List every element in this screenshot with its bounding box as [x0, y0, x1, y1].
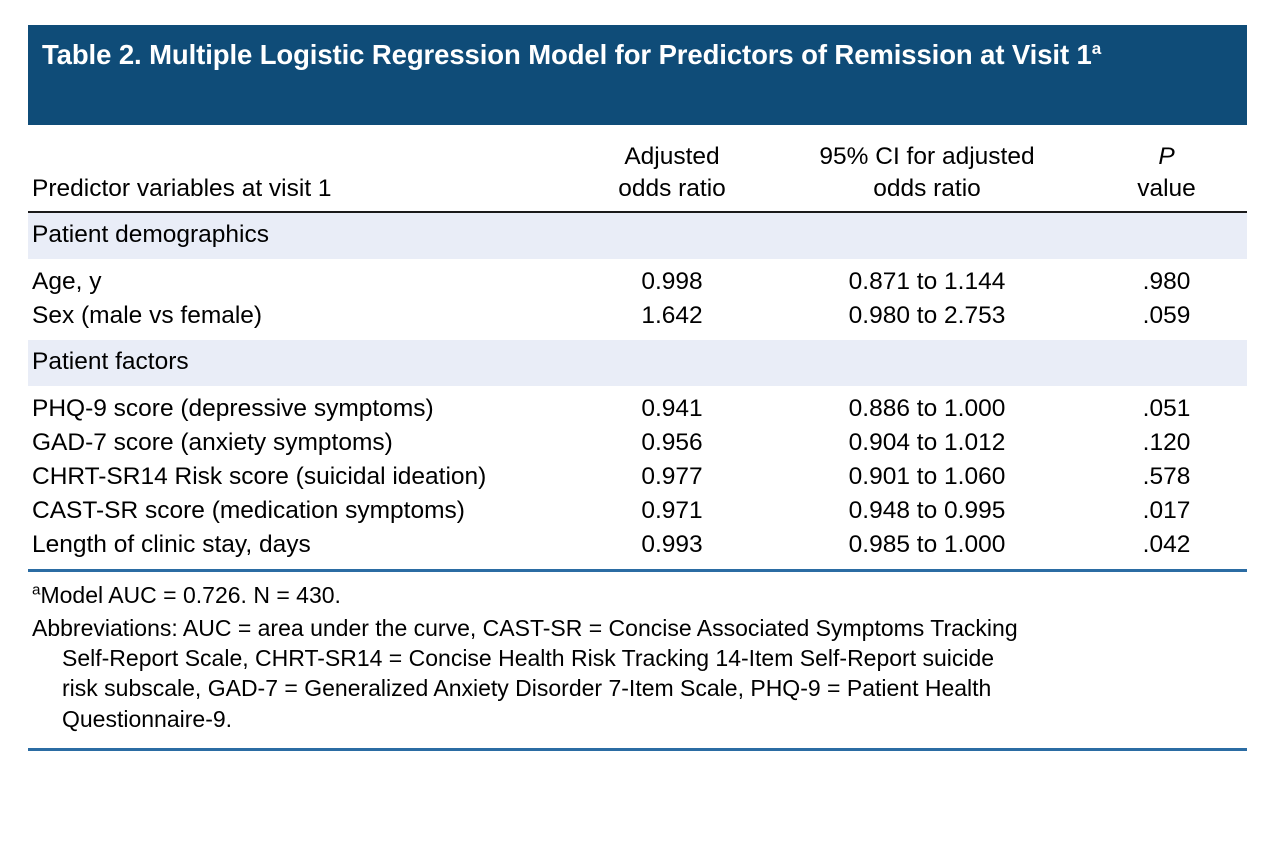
row-predictor: Length of clinic stay, days [32, 531, 311, 559]
row-predictor: Sex (male vs female) [32, 301, 263, 329]
column-header-odds-ratio: Adjusted odds ratio [576, 141, 768, 206]
section-header-patient-demographics: Patient demographics [28, 212, 1247, 259]
table-title-bar: Table 2. Multiple Logistic Regression Mo… [28, 25, 1247, 125]
row-confidence-interval: 0.901 to 1.060 [848, 462, 1006, 490]
row-confidence-interval: 0.980 to 2.753 [848, 301, 1006, 329]
table-container: Table 2. Multiple Logistic Regression Mo… [28, 25, 1247, 751]
table-row: PHQ-9 score (depressive symptoms) 0.941 … [28, 392, 1247, 426]
column-header-odds-ratio-line2: odds ratio [618, 175, 726, 203]
row-odds-ratio: 0.956 [641, 428, 703, 456]
row-p-value: .042 [1142, 531, 1191, 559]
column-header-predictor: Predictor variables at visit 1 [32, 175, 332, 203]
row-odds-ratio: 0.977 [641, 462, 703, 490]
column-header-confidence-interval: 95% CI for adjusted odds ratio [768, 141, 1086, 206]
footnote-marker-a: a [32, 581, 41, 599]
abbreviations-line-1: Abbreviations: AUC = area under the curv… [32, 614, 1018, 641]
abbreviations-line-3: risk subscale, GAD-7 = Generalized Anxie… [62, 675, 992, 702]
column-header-p-line2: value [1137, 175, 1196, 203]
footnote-top-rule [28, 569, 1247, 573]
footnote-model-auc: aModel AUC = 0.726. N = 430. [28, 580, 1247, 612]
section-body-patient-factors: PHQ-9 score (depressive symptoms) 0.941 … [28, 386, 1247, 570]
table-row: Length of clinic stay, days 0.993 0.985 … [28, 528, 1247, 562]
row-p-value: .980 [1142, 267, 1191, 295]
row-odds-ratio: 1.642 [641, 301, 703, 329]
table-row: Age, y 0.998 0.871 to 1.144 .980 [28, 265, 1247, 299]
table-row: Sex (male vs female) 1.642 0.980 to 2.75… [28, 299, 1247, 333]
column-header-row: Predictor variables at visit 1 Adjusted … [28, 141, 1247, 206]
column-header-odds-ratio-line1: Adjusted [624, 143, 720, 170]
table-row: CHRT-SR14 Risk score (suicidal ideation)… [28, 460, 1247, 494]
title-footnote-marker: a [1091, 38, 1102, 58]
section-header-patient-factors: Patient factors [28, 339, 1247, 386]
row-confidence-interval: 0.871 to 1.144 [848, 267, 1006, 295]
table-row: CAST-SR score (medication symptoms) 0.97… [28, 494, 1247, 528]
row-confidence-interval: 0.985 to 1.000 [848, 531, 1006, 559]
page-title: Table 2. Multiple Logistic Regression Mo… [42, 37, 1233, 74]
row-predictor: CHRT-SR14 Risk score (suicidal ideation) [32, 462, 487, 490]
footnote-abbreviations: Abbreviations: AUC = area under the curv… [28, 613, 1247, 734]
row-predictor: Age, y [32, 267, 102, 295]
row-p-value: .059 [1142, 301, 1191, 329]
row-predictor: PHQ-9 score (depressive symptoms) [32, 394, 434, 422]
footnote-model-auc-text: Model AUC = 0.726. N = 430. [40, 582, 341, 609]
table-header-block: Predictor variables at visit 1 Adjusted … [28, 125, 1247, 213]
column-header-ci-line2: odds ratio [873, 175, 981, 203]
row-confidence-interval: 0.886 to 1.000 [848, 394, 1006, 422]
row-predictor: GAD-7 score (anxiety symptoms) [32, 428, 393, 456]
column-header-p-value: P value [1086, 141, 1247, 206]
row-p-value: .017 [1142, 496, 1191, 524]
row-odds-ratio: 0.941 [641, 394, 703, 422]
row-p-value: .120 [1142, 428, 1191, 456]
row-p-value: .051 [1142, 394, 1191, 422]
row-odds-ratio: 0.971 [641, 496, 703, 524]
table-bottom-rule [28, 747, 1247, 751]
footnotes-block: aModel AUC = 0.726. N = 430. Abbreviatio… [28, 572, 1247, 734]
abbreviations-line-2: Self-Report Scale, CHRT-SR14 = Concise H… [62, 644, 995, 671]
section-body-patient-demographics: Age, y 0.998 0.871 to 1.144 .980 Sex (ma… [28, 259, 1247, 340]
row-predictor: CAST-SR score (medication symptoms) [32, 496, 465, 524]
column-header-ci-line1: 95% CI for adjusted [819, 143, 1035, 170]
table-row: GAD-7 score (anxiety symptoms) 0.956 0.9… [28, 426, 1247, 460]
table-title-text: Table 2. Multiple Logistic Regression Mo… [42, 39, 1092, 70]
row-odds-ratio: 0.998 [641, 267, 703, 295]
row-confidence-interval: 0.948 to 0.995 [848, 496, 1006, 524]
column-header-p-line1: P [1158, 143, 1175, 170]
row-odds-ratio: 0.993 [641, 531, 703, 559]
row-confidence-interval: 0.904 to 1.012 [848, 428, 1006, 456]
header-rule [28, 210, 1247, 213]
row-p-value: .578 [1142, 462, 1191, 490]
abbreviations-line-4: Questionnaire-9. [62, 705, 233, 732]
